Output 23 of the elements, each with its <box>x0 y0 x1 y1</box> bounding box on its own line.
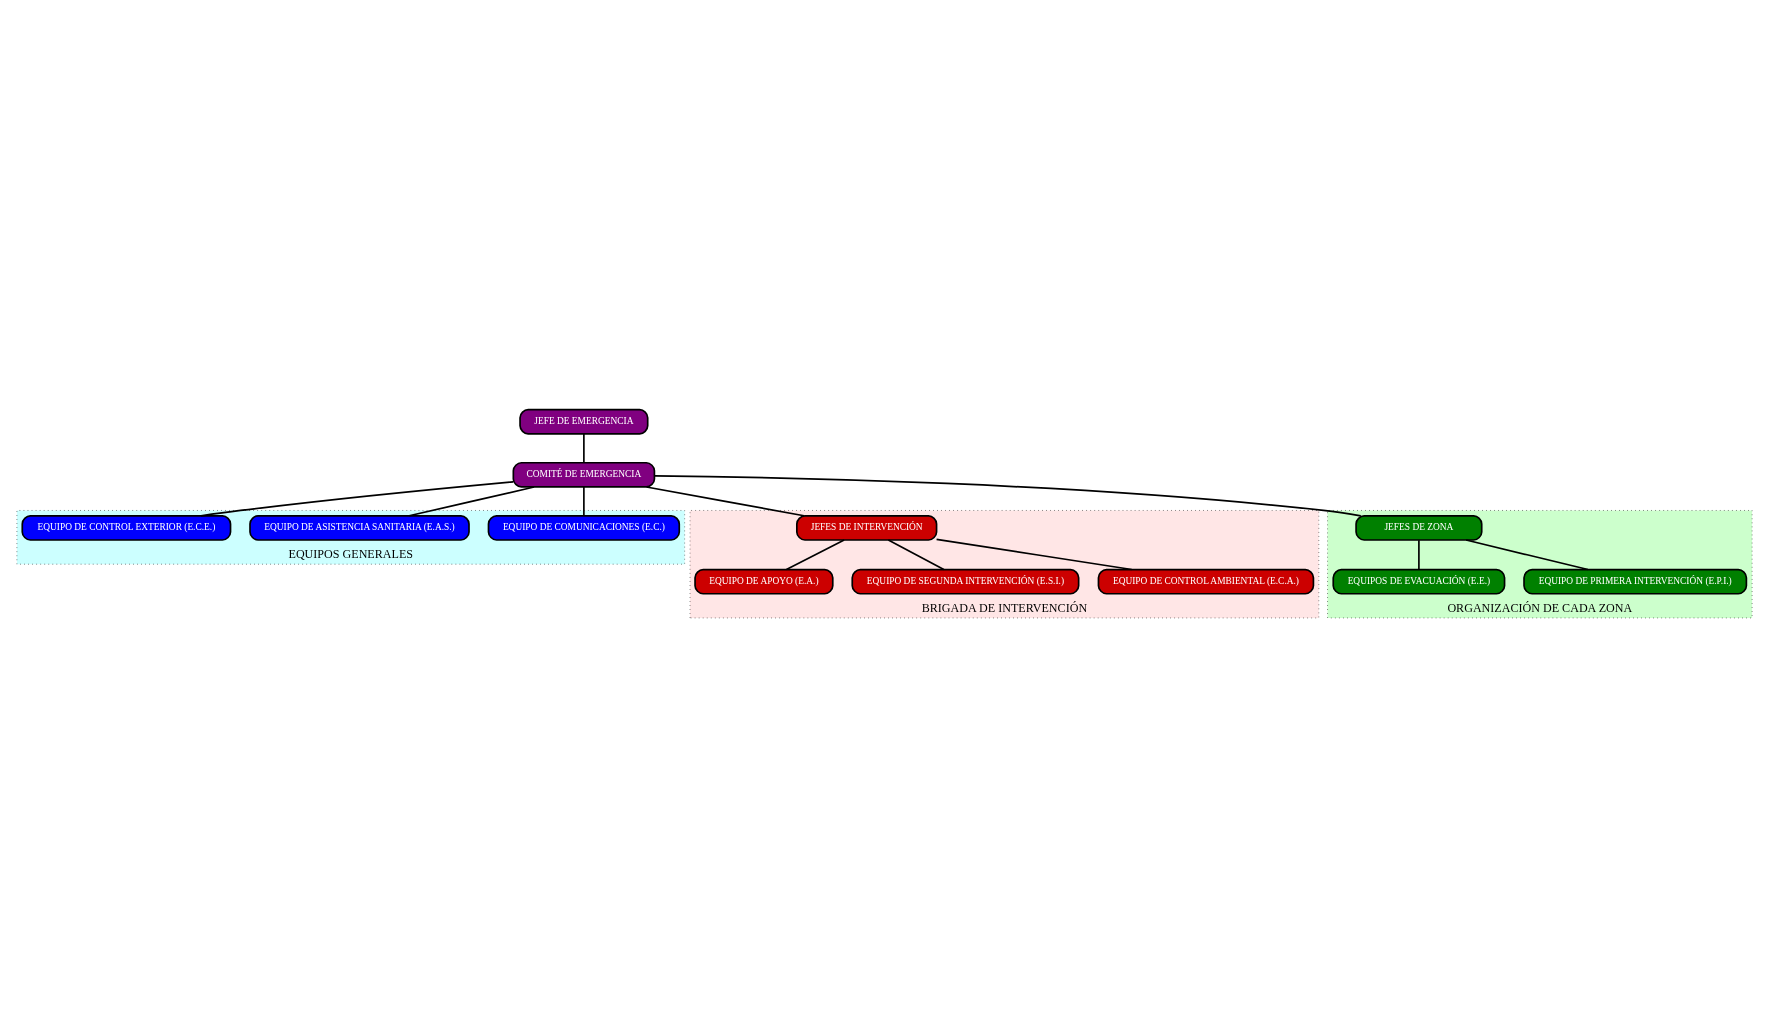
connector <box>200 480 514 517</box>
node-box: EQUIPO DE SEGUNDA INTERVENCIÓN (E.S.I.) <box>851 568 1080 595</box>
connector <box>1418 538 1420 570</box>
node-box: EQUIPO DE COMUNICACIONES (E.C.) <box>487 514 681 541</box>
connector <box>408 485 535 517</box>
node-box: EQUIPO DE APOYO (E.A.) <box>694 568 834 595</box>
node-box: EQUIPO DE PRIMERA INTERVENCIÓN (E.P.I.) <box>1523 568 1748 595</box>
connector <box>785 538 845 570</box>
node-box: EQUIPO DE CONTROL EXTERIOR (E.C.E.) <box>21 514 232 541</box>
node-box: JEFE DE EMERGENCIA <box>519 408 649 435</box>
connector <box>887 538 945 570</box>
connector <box>583 432 585 464</box>
node-box: COMITÉ DE EMERGENCIA <box>512 461 656 488</box>
node-box: EQUIPOS DE EVACUACIÓN (E.E.) <box>1332 568 1506 595</box>
connector <box>1465 538 1589 570</box>
connector <box>645 485 805 517</box>
connector <box>583 485 585 517</box>
connector <box>935 538 1133 570</box>
node-box: JEFES DE INTERVENCIÓN <box>796 514 938 541</box>
node-box: EQUIPO DE ASISTENCIA SANITARIA (E.A.S.) <box>249 514 470 541</box>
connector <box>653 474 1362 517</box>
node-box: EQUIPO DE CONTROL AMBIENTAL (E.C.A.) <box>1097 568 1315 595</box>
node-box: JEFES DE ZONA <box>1355 514 1483 541</box>
